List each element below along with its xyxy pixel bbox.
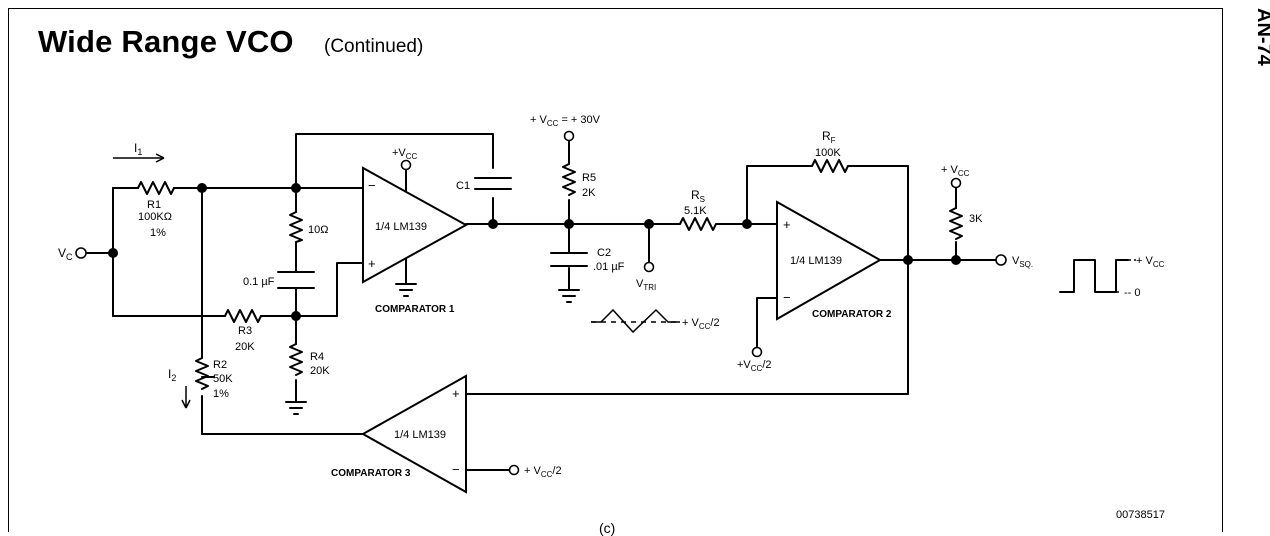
comparator-2-minus: − xyxy=(783,290,791,305)
document-tag: AN-74 xyxy=(1253,8,1270,66)
vc-label: VC xyxy=(58,246,73,262)
comparator-2: 1/4 LM139 + − xyxy=(776,200,883,321)
comparator-1-part: 1/4 LM139 xyxy=(375,221,427,233)
comparator-3-minus: − xyxy=(452,462,460,477)
rf-resistor xyxy=(811,159,849,173)
grounds xyxy=(285,283,580,415)
vcc-supply-terminal xyxy=(563,130,575,142)
r3-resistor xyxy=(224,309,262,323)
r5-name: R5 xyxy=(582,172,596,184)
i1-arrow-icon xyxy=(113,153,165,163)
vtri-label: VTRI xyxy=(636,278,656,292)
comp2-ref-label: +VCC/2 xyxy=(737,359,772,373)
ground-icon xyxy=(558,289,580,303)
r3-name: R3 xyxy=(238,325,252,337)
rs-resistor xyxy=(679,217,717,231)
r10-value: 10Ω xyxy=(308,224,328,236)
comparator-2-label: COMPARATOR 2 xyxy=(812,309,892,320)
comparator-1: 1/4 LM139 − + xyxy=(362,166,469,284)
frame-top-border xyxy=(8,8,1222,9)
resistors xyxy=(137,159,963,390)
rf-value: 100K xyxy=(815,147,841,159)
i2-label: I2 xyxy=(168,367,176,383)
sq-high-label: + VCC xyxy=(1136,255,1165,269)
vtri-terminal xyxy=(643,261,655,273)
c1-capacitor xyxy=(474,177,512,190)
page-subtitle: (Continued) xyxy=(324,36,424,57)
rs-name: RS xyxy=(691,188,705,204)
capacitors xyxy=(277,177,588,289)
figure-code: 00738517 xyxy=(1116,509,1165,521)
r3k-resistor xyxy=(949,207,963,240)
r4-value: 20K xyxy=(310,365,330,377)
r2-name: R2 xyxy=(213,359,227,371)
r1-tol: 1% xyxy=(150,227,166,239)
sq-low-label: -- 0 xyxy=(1124,287,1141,299)
vcc-comp1-label: +VCC xyxy=(392,147,418,161)
i1-label: I1 xyxy=(134,141,142,157)
junctions xyxy=(108,183,961,321)
ground-icon xyxy=(285,401,307,415)
frame-right-border xyxy=(1222,8,1223,532)
r4-name: R4 xyxy=(310,351,324,363)
comparator-3: 1/4 LM139 + − xyxy=(360,374,467,494)
r1-value: 100KΩ xyxy=(138,211,172,223)
comp2-ref-terminal xyxy=(751,346,763,358)
r3-value: 20K xyxy=(235,341,255,353)
r1-name: R1 xyxy=(147,199,161,211)
rs-value: 5.1K xyxy=(684,205,707,217)
comparator-2-part: 1/4 LM139 xyxy=(790,255,842,267)
r3k-value: 3K xyxy=(969,213,983,225)
i2-arrow-icon xyxy=(181,386,191,409)
tri-ref-label: + VCC/2 xyxy=(682,317,720,331)
ground-icon xyxy=(395,283,417,297)
comparator-1-plus: + xyxy=(368,256,376,271)
terminals xyxy=(75,130,1007,476)
vcc-3k-label: + VCC xyxy=(941,164,970,178)
c1-label: C1 xyxy=(456,180,470,192)
c2-name: C2 xyxy=(597,247,611,259)
frame-left-border xyxy=(8,8,9,532)
labels: VC I1 I2 R1 100KΩ 1% R3 20K R2 50K 1% 10… xyxy=(58,114,1165,479)
c2-value: .01 µF xyxy=(593,261,625,273)
vcc-supply-label: + VCC = + 30V xyxy=(530,114,601,128)
r2-resistor xyxy=(195,357,209,390)
comp3-ref-terminal xyxy=(508,464,520,476)
r2-value: 50K xyxy=(213,373,233,385)
r2-tol: 1% xyxy=(213,388,229,400)
comparator-1-label: COMPARATOR 1 xyxy=(375,304,455,315)
triangle-wave-icon xyxy=(591,308,680,334)
vcc-3k-terminal xyxy=(950,177,962,189)
comparator-3-label: COMPARATOR 3 xyxy=(331,468,411,479)
r1-resistor xyxy=(137,181,175,195)
square-wave-icon xyxy=(1059,259,1129,293)
comp3-ref-label: + VCC/2 xyxy=(524,465,562,479)
r10-resistor xyxy=(289,211,303,243)
r5-resistor xyxy=(562,163,576,196)
vsq-terminal xyxy=(995,254,1007,266)
c2-capacitor xyxy=(550,252,588,267)
page-title: Wide Range VCO xyxy=(38,24,294,59)
vc-terminal xyxy=(75,247,87,259)
comparator-3-part: 1/4 LM139 xyxy=(394,429,446,441)
r4-resistor xyxy=(289,343,303,376)
comparator-3-plus: + xyxy=(452,386,460,401)
vsq-label: VSQ. xyxy=(1012,255,1033,269)
vcc-comp1-terminal xyxy=(400,159,412,171)
rf-name: RF xyxy=(822,129,836,145)
r5-value: 2K xyxy=(582,187,596,199)
c01-capacitor xyxy=(277,271,315,289)
wires xyxy=(86,133,997,471)
cap01-value: 0.1 µF xyxy=(243,276,275,288)
comparator-2-plus: + xyxy=(783,217,791,232)
comparator-1-minus: − xyxy=(368,178,376,193)
